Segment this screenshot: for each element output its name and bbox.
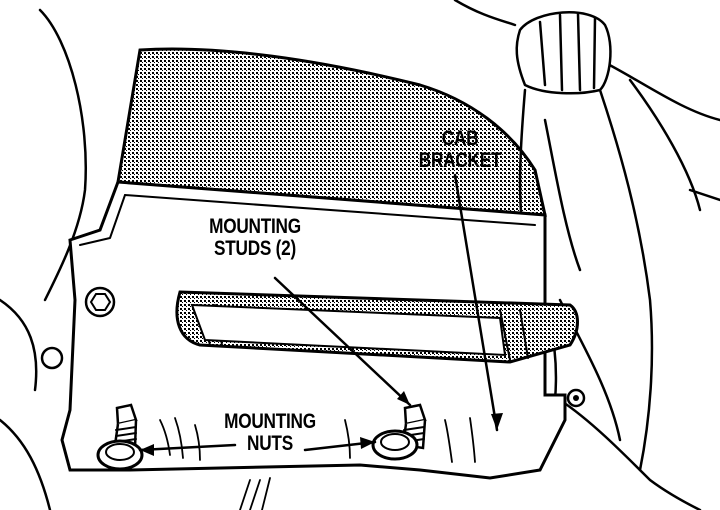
small-bolt-left xyxy=(40,346,64,370)
cab-bracket-label-line-2: BRACKET xyxy=(418,149,502,172)
mounting-nuts-label-line-1: MOUNTING xyxy=(224,410,316,433)
leader-cab-bracket xyxy=(453,173,503,432)
right-mounting-nut xyxy=(371,429,419,461)
lower-hatching xyxy=(159,417,476,510)
small-bolt-right xyxy=(566,388,586,408)
leader-nuts-left xyxy=(138,443,237,456)
mounting-studs-label-line-1: MOUNTING xyxy=(209,215,301,238)
left-mounting-nut xyxy=(96,439,144,471)
leader-nuts-right xyxy=(303,437,377,452)
leader-mounting-studs xyxy=(273,276,412,407)
hex-bolt xyxy=(84,286,116,318)
mounting-studs-label: MOUNTING STUDS (2) xyxy=(198,216,313,260)
cab-bracket-label-line-1: CAB xyxy=(441,127,479,150)
mounting-nuts-label: MOUNTING NUTS xyxy=(213,411,328,455)
mounting-nuts-label-line-2: NUTS xyxy=(247,432,293,455)
mounting-studs-label-line-2: STUDS (2) xyxy=(214,237,296,260)
cab-bracket-label: CAB BRACKET xyxy=(415,128,505,172)
